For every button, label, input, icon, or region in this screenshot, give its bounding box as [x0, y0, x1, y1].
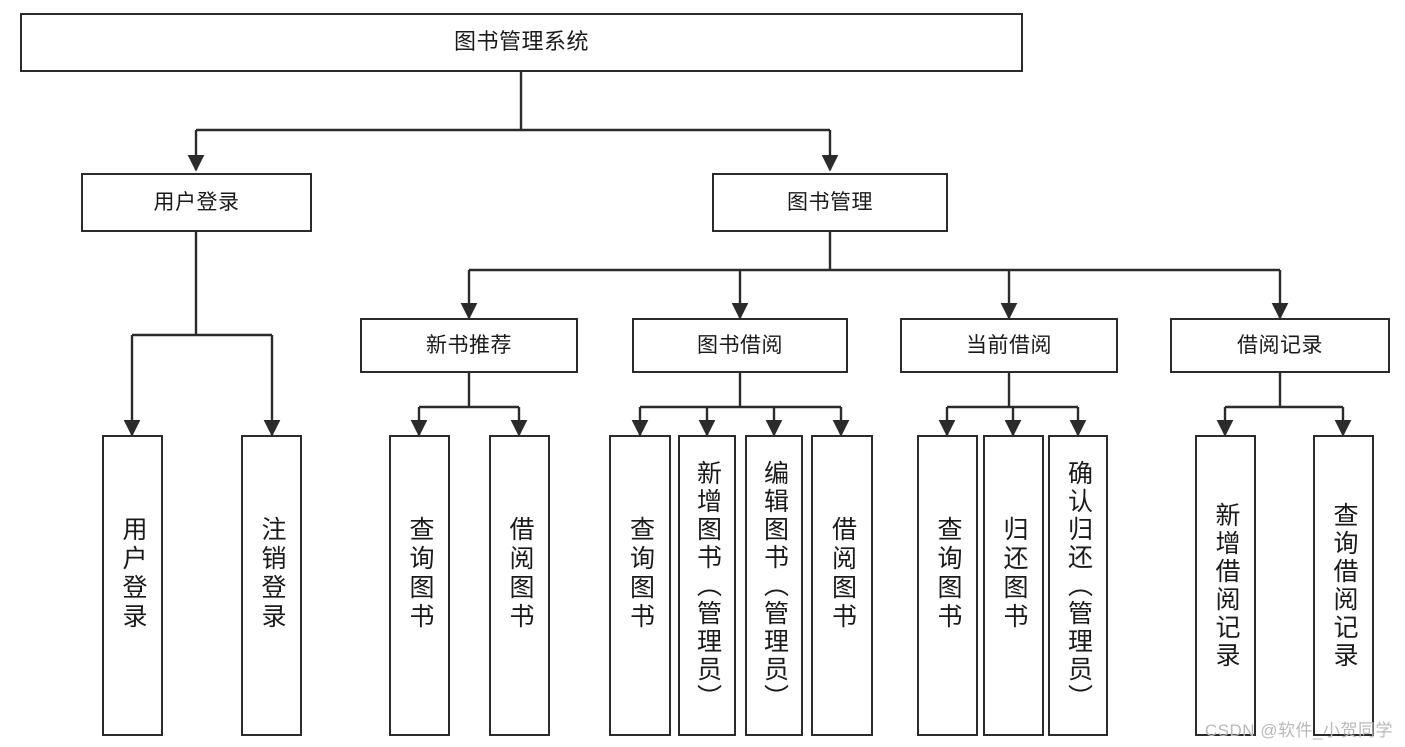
node-label: 借阅记录: [1237, 333, 1323, 357]
node-label: 注销登录: [258, 515, 286, 632]
node-label: 图书管理: [787, 190, 873, 214]
node-label: 确认归还（管理员）: [1064, 459, 1093, 712]
leaf-book-borrow-query-book[interactable]: 查询图书: [609, 435, 671, 736]
node-user-login[interactable]: 用户登录: [81, 173, 312, 232]
node-label: 借阅图书: [828, 515, 857, 632]
leaf-book-borrow-add-book-admin[interactable]: 新增图书（管理员）: [678, 435, 736, 736]
leaf-current-borrow-query-book[interactable]: 查询图书: [917, 435, 978, 736]
node-label: 归还图书: [1000, 515, 1028, 632]
node-label: 图书管理系统: [453, 29, 589, 55]
leaf-current-borrow-confirm-return-admin[interactable]: 确认归还（管理员）: [1048, 435, 1108, 736]
leaf-user-login-login[interactable]: 用户登录: [102, 435, 163, 736]
leaf-new-book-query-book[interactable]: 查询图书: [389, 435, 450, 736]
leaf-borrow-record-add-record[interactable]: 新增借阅记录: [1195, 435, 1256, 736]
leaf-borrow-record-query-record[interactable]: 查询借阅记录: [1313, 435, 1374, 736]
node-label: 新书推荐: [426, 333, 512, 357]
leaf-current-borrow-return-book[interactable]: 归还图书: [983, 435, 1044, 736]
node-current-borrow[interactable]: 当前借阅: [900, 318, 1118, 373]
node-book-management[interactable]: 图书管理: [712, 173, 948, 232]
node-label: 新增图书（管理员）: [693, 459, 722, 712]
node-label: 当前借阅: [966, 333, 1052, 357]
leaf-user-login-logout[interactable]: 注销登录: [241, 435, 302, 736]
node-new-book-recommend[interactable]: 新书推荐: [360, 318, 578, 373]
node-book-borrow[interactable]: 图书借阅: [632, 318, 848, 373]
node-borrow-record[interactable]: 借阅记录: [1170, 318, 1390, 373]
node-label: 用户登录: [153, 190, 240, 214]
node-label: 查询图书: [626, 515, 655, 632]
node-label: 用户登录: [119, 515, 147, 632]
leaf-book-borrow-edit-book-admin[interactable]: 编辑图书（管理员）: [745, 435, 803, 736]
leaf-book-borrow-borrow-book[interactable]: 借阅图书: [811, 435, 873, 736]
node-label: 查询图书: [406, 515, 434, 632]
node-root-book-management-system[interactable]: 图书管理系统: [20, 13, 1023, 72]
node-label: 编辑图书（管理员）: [760, 459, 789, 712]
node-label: 借阅图书: [506, 515, 534, 632]
leaf-new-book-borrow-book[interactable]: 借阅图书: [489, 435, 550, 736]
node-label: 查询图书: [934, 515, 962, 632]
node-label: 查询借阅记录: [1330, 501, 1358, 670]
node-label: 图书借阅: [697, 333, 783, 357]
node-label: 新增借阅记录: [1212, 501, 1240, 670]
watermark: CSDN @软件_小贺同学: [1204, 721, 1393, 740]
